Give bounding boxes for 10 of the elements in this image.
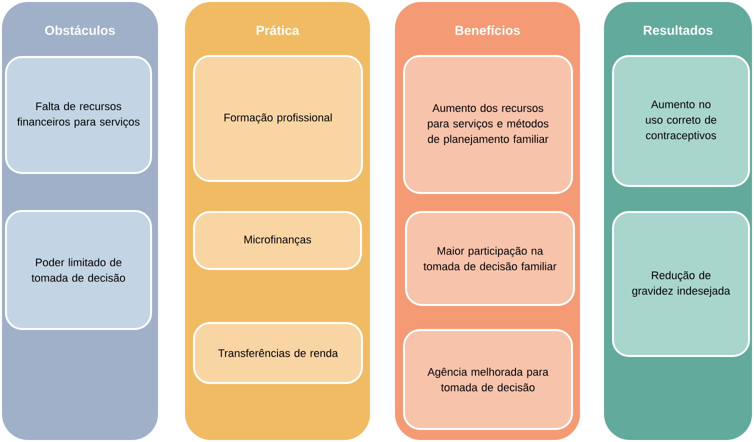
text-box: Falta de recursos financeiros para serviços — [5, 56, 152, 174]
text-box: Redução de gravidez indesejada — [612, 211, 750, 357]
text-box: Agência melhorada para tomada de decisão — [403, 329, 573, 430]
text-box: Aumento no uso correto de contraceptivos — [612, 55, 750, 187]
text-box: Maior participação na tomada de decisão familiar — [405, 211, 575, 306]
text-box: Formação profissional — [193, 55, 363, 182]
text-box: Transferências de renda — [193, 322, 363, 384]
text-box: Poder limitado de tomada de decisão — [5, 210, 152, 330]
text-box: Aumento dos recursos para serviços e métodos de planejamento familiar — [403, 55, 573, 194]
text-box: Microfinanças — [193, 211, 362, 270]
